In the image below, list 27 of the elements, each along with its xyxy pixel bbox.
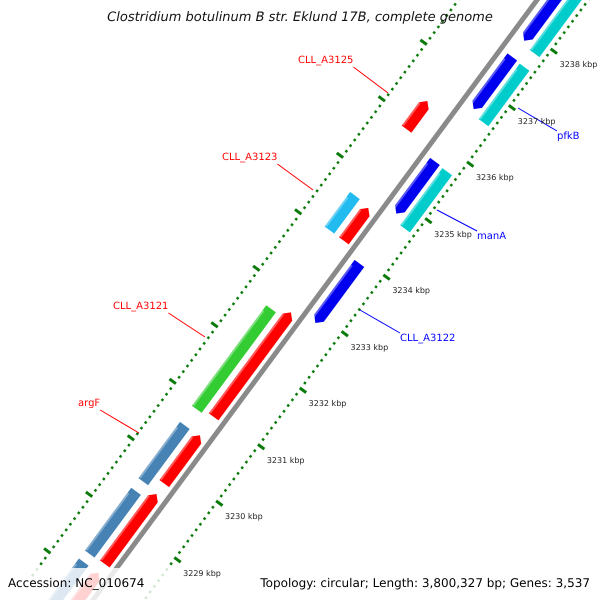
leader-line xyxy=(352,66,388,94)
scale-label: 3231 kbp xyxy=(266,456,305,466)
gene-label: CLL_A3123 xyxy=(222,152,278,164)
leader-line xyxy=(436,210,478,232)
scale-label: 3233 kbp xyxy=(350,342,388,353)
gene-label: argF xyxy=(78,398,100,410)
accession-text: Accession: NC_010674 xyxy=(8,576,144,590)
gene-label: manA xyxy=(477,231,506,243)
leader-line xyxy=(168,312,206,338)
leader-line xyxy=(518,108,558,132)
scale-label: 3236 kbp xyxy=(476,173,514,184)
gene-label: CLL_A3125 xyxy=(298,55,354,67)
scale-label: 3232 kbp xyxy=(308,399,346,410)
gene-label: CLL_A3121 xyxy=(113,301,168,313)
leader-line xyxy=(360,310,400,334)
scale-label: 3235 kbp xyxy=(434,230,472,240)
scale-label: 3234 kbp xyxy=(392,286,430,296)
genome-info-text: Topology: circular; Length: 3,800,327 bp; Genes: 3,537 xyxy=(260,576,590,590)
gene-label: pfkB xyxy=(557,131,580,143)
leader-line xyxy=(100,410,140,434)
scale-label: 3230 kbp xyxy=(224,512,263,522)
leader-line xyxy=(276,164,314,190)
scale-label: 3237 kbp xyxy=(518,116,556,127)
scale-label: 3229 kbp xyxy=(183,568,221,579)
diagram-title: Clostridium botulinum B str. Eklund 17B, complete genome xyxy=(106,10,494,25)
scale-label: 3238 kbp xyxy=(560,60,598,70)
gene-label: CLL_A3122 xyxy=(400,333,456,345)
